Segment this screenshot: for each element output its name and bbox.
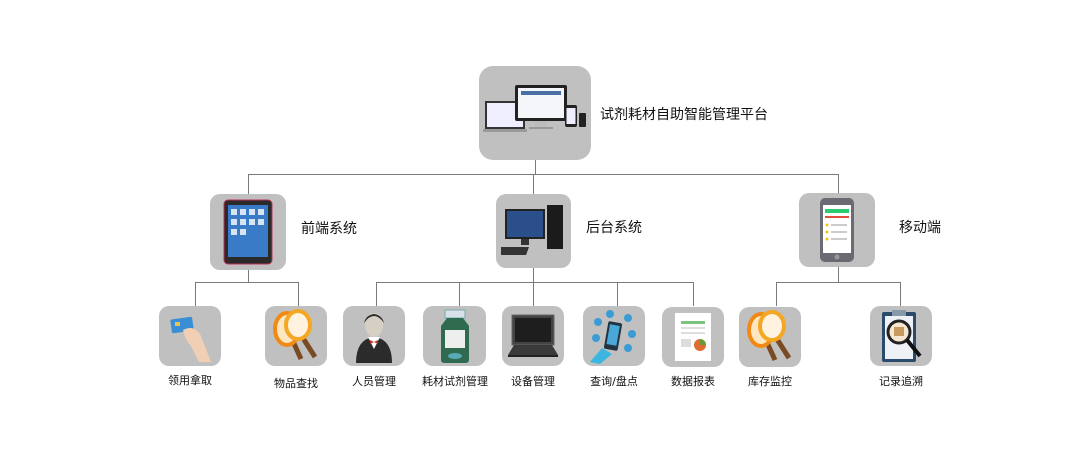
system-mobile	[799, 193, 875, 267]
leaf-label: 数据报表	[671, 375, 715, 388]
report-icon	[675, 313, 711, 361]
connector	[376, 282, 694, 283]
connector	[533, 282, 534, 306]
connector	[248, 174, 249, 194]
connector	[298, 282, 299, 306]
person-icon	[356, 313, 392, 363]
connector	[533, 268, 534, 282]
leaf-clipboard	[870, 306, 932, 366]
system-backend	[496, 194, 571, 268]
connector	[248, 270, 249, 282]
leaf-label: 查询/盘点	[590, 375, 638, 388]
connector	[533, 174, 534, 194]
connector	[195, 282, 299, 283]
connector	[900, 282, 901, 306]
leaf-label: 设备管理	[511, 375, 555, 388]
connector	[195, 282, 196, 306]
leaf-report	[662, 307, 724, 367]
leaf-query	[583, 306, 645, 366]
leaf-label: 记录追溯	[879, 375, 923, 388]
leaf-magnifier	[739, 307, 801, 367]
root-node	[479, 66, 591, 160]
laptop-icon	[508, 314, 558, 357]
desktop-pc-icon	[500, 205, 563, 255]
connector	[535, 160, 536, 174]
clipboard-search-icon	[882, 310, 922, 362]
connector	[617, 282, 618, 306]
card-hand-icon	[170, 316, 211, 362]
connector	[376, 282, 377, 306]
connector	[776, 282, 777, 306]
leaf-bottle	[423, 306, 486, 366]
phone-query-icon	[590, 310, 636, 364]
leaf-card-hand	[159, 306, 221, 366]
magnifier-icon	[747, 310, 792, 362]
reagent-bottle-icon	[440, 309, 469, 363]
leaf-person	[343, 306, 405, 366]
system-title: 后台系统	[586, 220, 642, 236]
leaf-magnifier	[265, 306, 327, 366]
connector	[838, 267, 839, 282]
leaf-label: 库存监控	[748, 375, 792, 388]
system-title: 前端系统	[301, 221, 357, 237]
tablet-icon	[223, 199, 273, 265]
magnifier-icon	[273, 309, 318, 361]
leaf-label: 物品查找	[274, 377, 318, 390]
leaf-label: 耗材试剂管理	[422, 375, 488, 388]
system-frontend	[210, 194, 286, 270]
connector	[693, 282, 694, 306]
system-title: 移动端	[899, 220, 941, 236]
connector	[776, 282, 901, 283]
devices-icon	[483, 85, 586, 132]
leaf-label: 领用拿取	[168, 374, 212, 387]
root-title: 试剂耗材自助智能管理平台	[600, 107, 768, 123]
connector	[838, 174, 839, 193]
smartphone-icon	[820, 198, 854, 262]
connector	[459, 282, 460, 306]
leaf-label: 人员管理	[352, 375, 396, 388]
connector	[248, 174, 839, 175]
leaf-laptop	[502, 306, 564, 366]
